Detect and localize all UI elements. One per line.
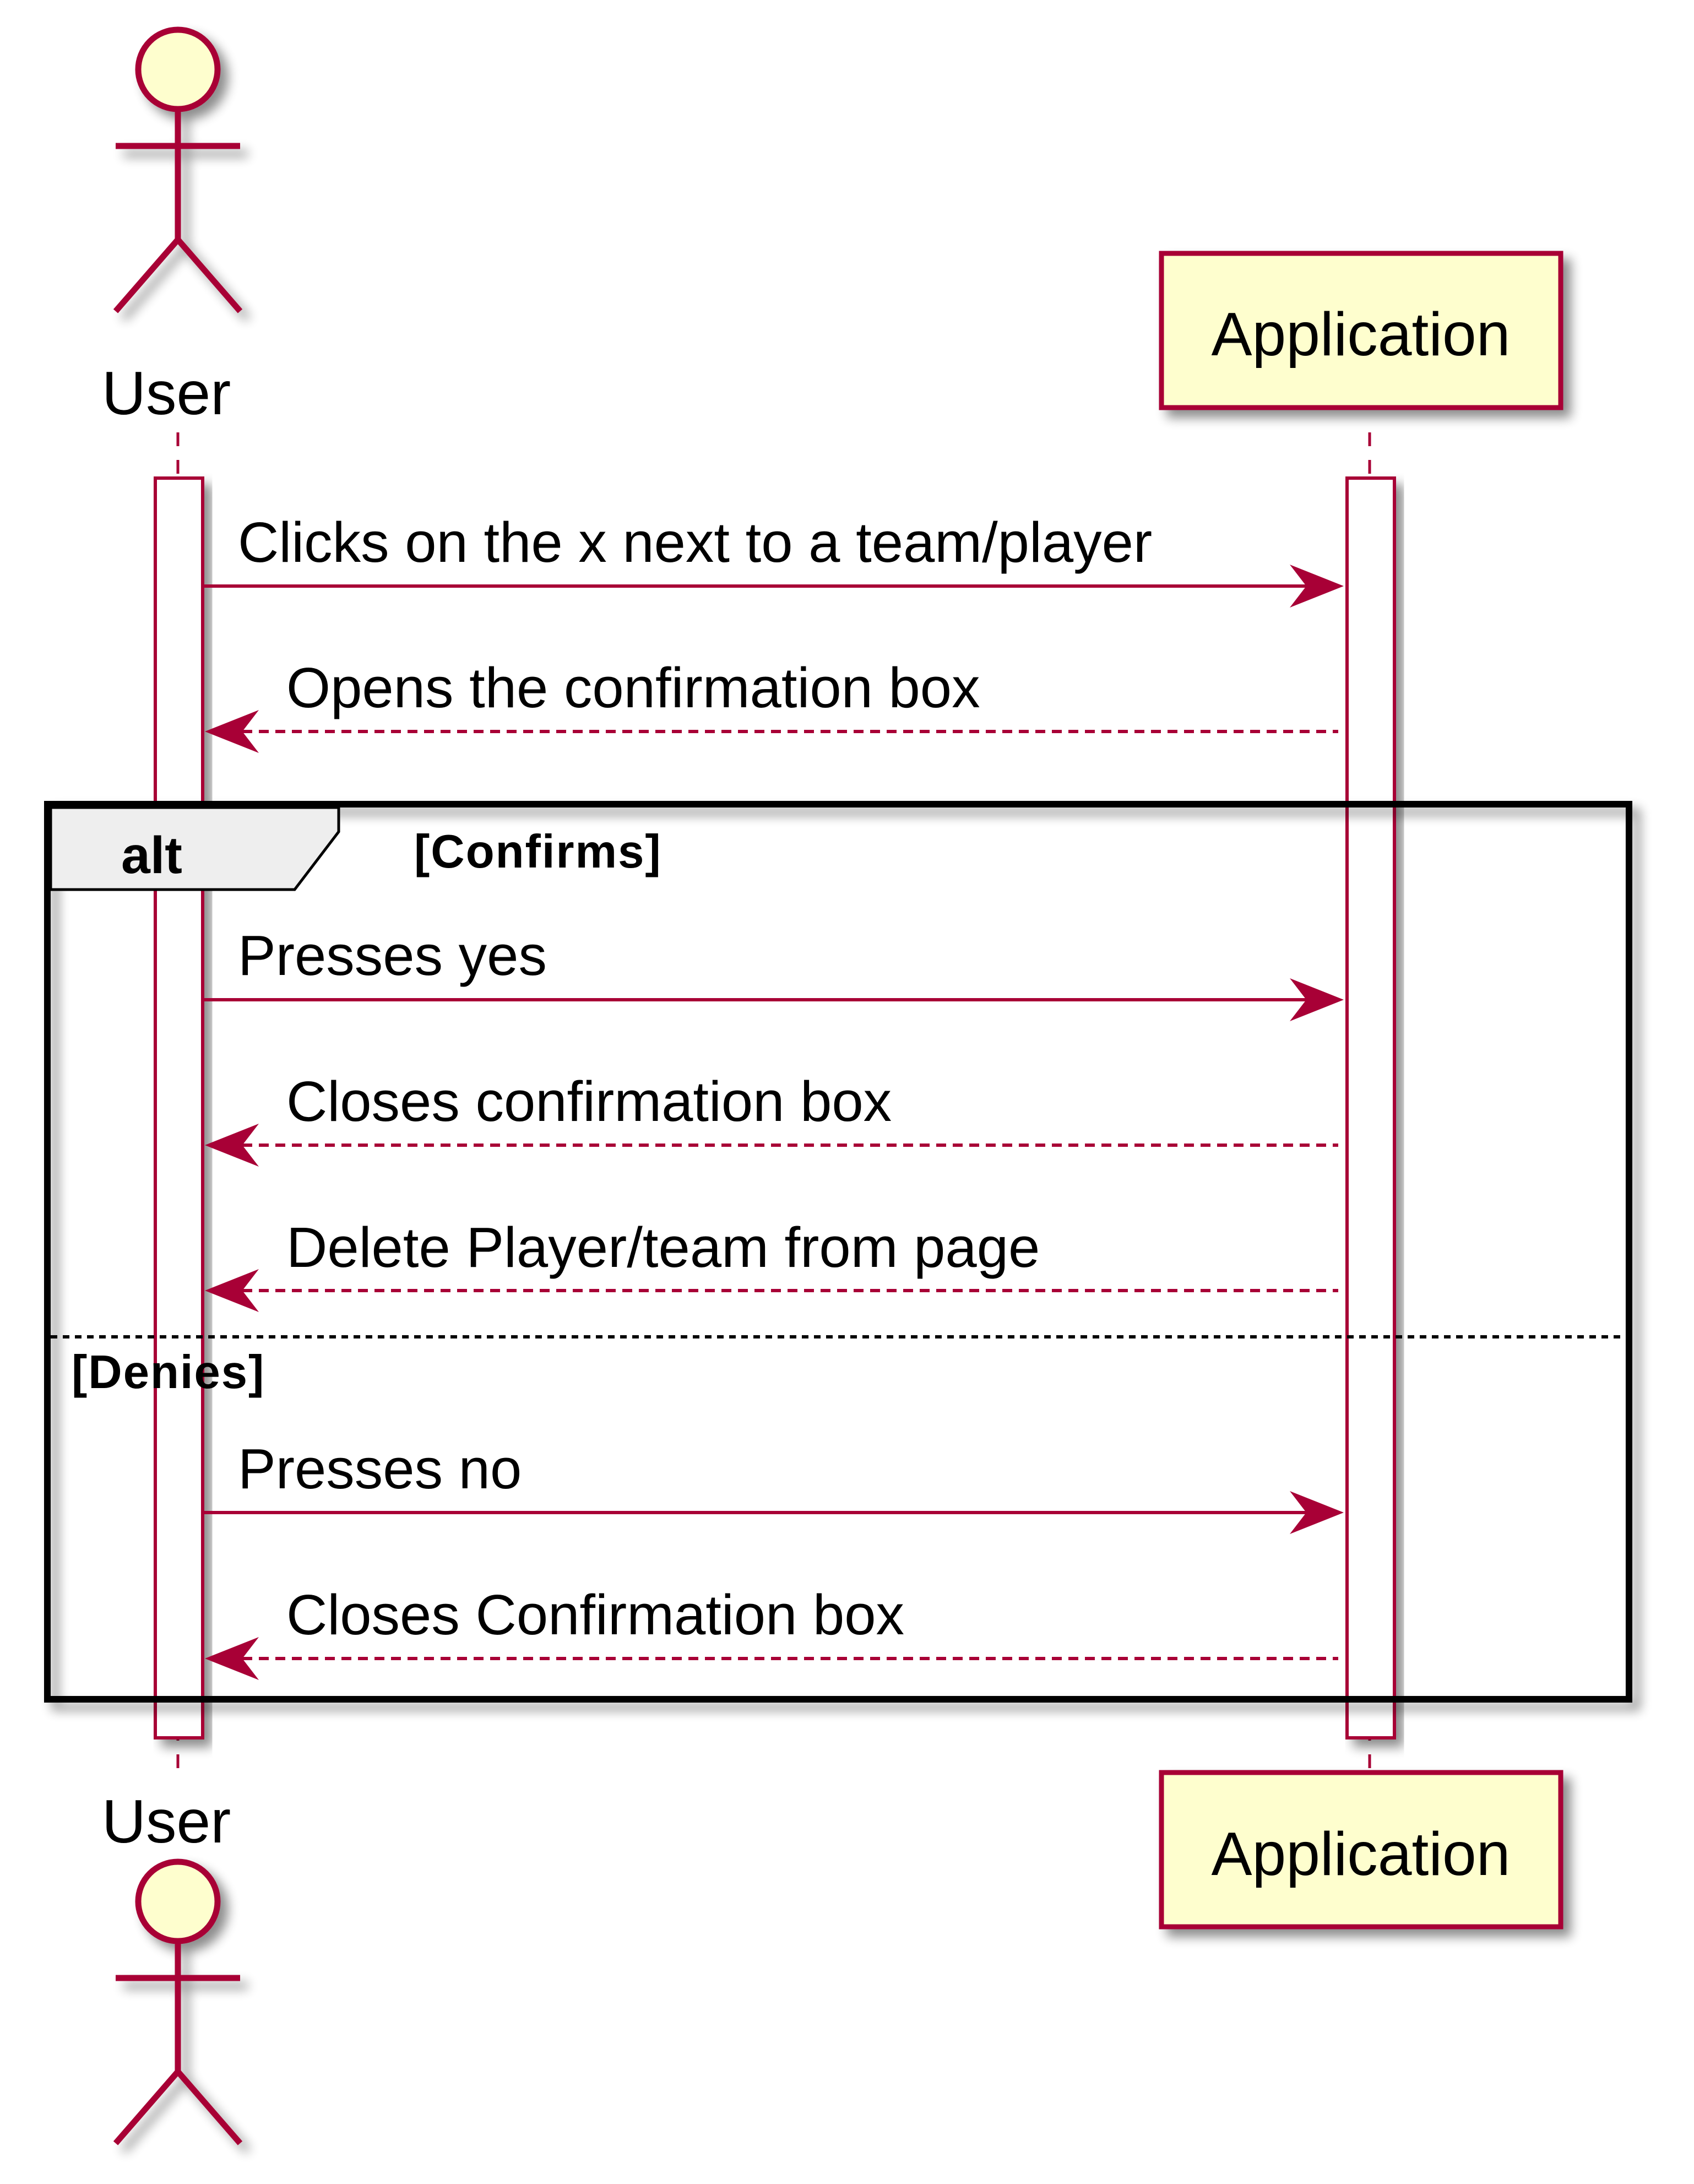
denies-guard: [Denies]	[72, 1346, 265, 1399]
message-5: Delete Player/team from page	[205, 1216, 1338, 1312]
message-label: Presses no	[238, 1437, 522, 1500]
message-label: Presses yes	[238, 924, 547, 987]
application-label-top: Application	[1211, 300, 1510, 368]
message-7: Closes Confirmation box	[205, 1583, 1338, 1680]
user-label-bottom: User	[102, 1787, 231, 1856]
message-label: Closes confirmation box	[286, 1070, 892, 1133]
user-activation-bar	[154, 476, 204, 1739]
message-label: Delete Player/team from page	[286, 1216, 1040, 1279]
message-label: Opens the confirmation box	[286, 656, 980, 719]
user-actor-head	[135, 26, 221, 112]
application-box-bottom	[1159, 1770, 1563, 1930]
user-actor-top	[113, 26, 243, 313]
alt-fragment-tab	[49, 806, 340, 891]
message-label: Clicks on the x next to a team/player	[238, 511, 1152, 574]
application-label-bottom: Application	[1211, 1820, 1510, 1888]
alt-keyword: alt	[121, 826, 182, 885]
message-3: Presses yes	[204, 924, 1344, 1021]
confirms-guard: [Confirms]	[414, 826, 662, 878]
message-2: Opens the confirmation box	[205, 656, 1338, 753]
alt-fragment: alt [Confirms] [Denies]	[44, 801, 1632, 1703]
user-actor-head-bottom	[135, 1858, 221, 1944]
application-activation-bar	[1345, 476, 1396, 1739]
message-1: Clicks on the x next to a team/player	[204, 511, 1344, 608]
message-6: Presses no	[204, 1437, 1344, 1534]
application-box-top	[1159, 251, 1563, 410]
alt-fragment-frame	[44, 801, 1632, 1703]
application-participant-top: Application	[1159, 251, 1563, 410]
user-actor-bottom	[113, 1858, 243, 2145]
user-label-top: User	[102, 359, 231, 427]
message-4: Closes confirmation box	[205, 1070, 1338, 1167]
application-participant-bottom: Application	[1159, 1770, 1563, 1930]
message-label: Closes Confirmation box	[286, 1583, 904, 1646]
